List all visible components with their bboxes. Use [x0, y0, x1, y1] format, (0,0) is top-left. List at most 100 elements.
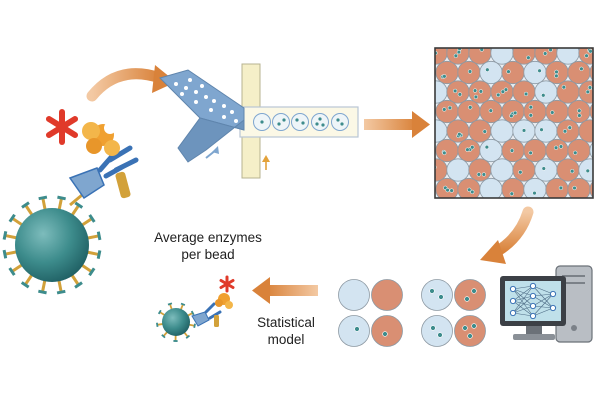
bead-dot	[336, 118, 340, 122]
pair-droplet	[421, 279, 453, 311]
bead-dot	[543, 51, 548, 56]
bead-dot	[429, 288, 435, 294]
bead-dot	[573, 150, 578, 155]
flow-arrow-4-head	[252, 277, 270, 304]
small-bead	[162, 308, 190, 336]
array-droplet	[501, 60, 525, 85]
bead-dot	[282, 118, 286, 122]
bead-dot	[599, 184, 603, 188]
bead-dot	[554, 73, 559, 79]
bead-dot	[468, 105, 473, 110]
bead-dot	[567, 125, 572, 130]
bead-dot	[318, 117, 322, 121]
network-edge	[532, 307, 554, 317]
bead-dot	[577, 113, 582, 118]
bead-antibody-spikes	[2, 195, 102, 295]
bead-dot	[541, 166, 546, 171]
antibody-stem	[81, 217, 93, 227]
antibody-stem	[4, 250, 17, 256]
array-droplet	[446, 158, 470, 182]
bead-dot	[462, 325, 468, 331]
array-droplet	[490, 48, 514, 65]
network-edge	[532, 293, 554, 297]
bead-dot	[430, 325, 436, 331]
bead-dot	[603, 74, 607, 78]
bead-dot	[453, 88, 458, 94]
bead-dot	[442, 74, 447, 79]
array-droplet	[435, 60, 459, 85]
bead-dot	[481, 172, 487, 177]
bead-dot	[579, 66, 584, 71]
bead-dot	[603, 75, 607, 79]
network-edge	[512, 300, 534, 317]
enzyme-molecule	[82, 122, 120, 156]
pair-droplet	[454, 279, 486, 311]
bead-dot	[603, 111, 607, 115]
antibody-stem	[23, 274, 34, 286]
channel-bead	[200, 84, 204, 88]
bead-dot	[539, 127, 544, 132]
bead-dot	[570, 169, 575, 174]
pair-droplet	[371, 279, 403, 311]
network-node	[529, 302, 537, 310]
immunocomplex	[46, 109, 139, 207]
average-enzymes-label-line1: Average enzymes	[154, 230, 262, 245]
antibody-arm	[180, 302, 186, 306]
large-bead-group	[2, 195, 102, 295]
bead-dot	[509, 113, 514, 118]
antibody-arm	[8, 267, 16, 276]
channel-bead	[209, 108, 213, 112]
droplet-array	[434, 47, 607, 199]
bead-dot	[585, 168, 590, 174]
antibody-arm	[167, 302, 173, 306]
bead-dot	[602, 189, 606, 193]
neural-network-icon	[509, 282, 557, 320]
antibody-stem	[57, 197, 64, 211]
bead-dot	[449, 188, 454, 193]
array-droplet	[523, 60, 547, 85]
array-droplet	[468, 158, 492, 182]
bead-dot	[445, 188, 450, 193]
channel-bead	[194, 100, 198, 104]
antibody-stem	[24, 204, 34, 216]
bead-dot	[382, 331, 388, 337]
bead-dot	[601, 110, 605, 114]
array-droplet	[468, 119, 492, 143]
array-droplet	[578, 119, 593, 143]
array-droplet	[490, 119, 514, 143]
capture-antibody	[68, 167, 105, 200]
bead-dot	[467, 187, 472, 192]
bead-dot	[479, 48, 484, 52]
antibody-stem	[4, 233, 18, 240]
chip-droplet	[291, 113, 309, 131]
array-droplet	[435, 80, 448, 104]
pair-droplet	[421, 315, 453, 347]
asterisk-enzyme-icon	[46, 109, 78, 145]
array-droplet	[435, 158, 448, 182]
array-droplet	[567, 60, 591, 85]
antibody-stem	[157, 323, 164, 326]
bead-dot	[554, 69, 559, 75]
channel-bead	[188, 78, 192, 82]
bead-dot	[277, 122, 281, 126]
array-droplet	[556, 158, 580, 182]
bead-dot	[503, 87, 509, 92]
bead-dot	[558, 144, 564, 149]
flow-arrow-1	[86, 68, 166, 102]
array-droplet	[534, 119, 558, 143]
pair-droplet	[371, 315, 403, 347]
bead-dot	[465, 147, 470, 152]
network-edge	[512, 288, 534, 297]
bead-dot	[518, 170, 523, 175]
bead-dot	[509, 191, 514, 196]
channel-bead	[222, 115, 226, 119]
array-droplet	[512, 158, 536, 182]
bead-dot	[537, 68, 542, 73]
bead-dot	[577, 108, 582, 113]
bead-dot	[470, 189, 475, 195]
chip-droplets	[253, 113, 349, 131]
array-droplet	[523, 138, 547, 163]
antibody-arm	[74, 281, 83, 289]
antibody-arm	[88, 214, 96, 223]
network-edge	[512, 295, 534, 302]
